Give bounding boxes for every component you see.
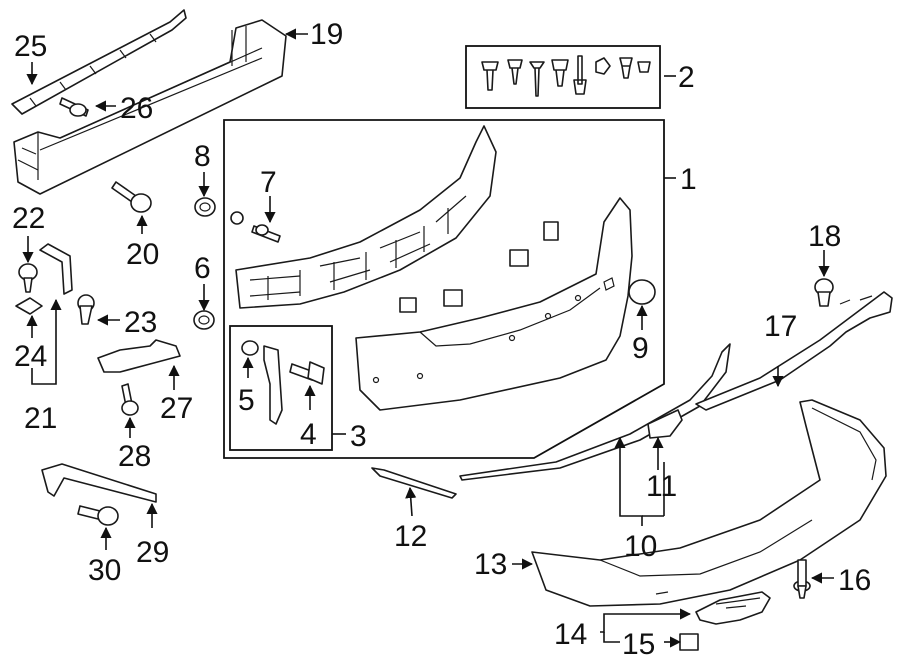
- callout-1: 1: [680, 163, 697, 196]
- part-5-clip[interactable]: [241, 340, 259, 356]
- part-30-bolt[interactable]: [77, 505, 119, 526]
- cover-retainers[interactable]: [399, 221, 559, 313]
- part-25-bracket-strip[interactable]: [11, 9, 187, 115]
- callout-22: 22: [12, 202, 45, 235]
- callouts: 1 2 3 4 5 6 7 8 9 10 11 12 13 14 15 16 1…: [12, 18, 871, 661]
- part-21-hook-bracket[interactable]: [39, 243, 73, 295]
- part-24-clip-nut[interactable]: [15, 297, 43, 315]
- callout-20: 20: [126, 238, 159, 271]
- callout-16: 16: [838, 564, 871, 597]
- part-19-reinforcement-bar[interactable]: [13, 19, 287, 195]
- callout-17: 17: [764, 310, 797, 343]
- part-9-cap[interactable]: [628, 279, 656, 305]
- callout-11: 11: [646, 470, 677, 503]
- hardware-fasteners: [481, 55, 651, 97]
- energy-absorber[interactable]: [235, 125, 497, 309]
- part-13-lower-valance[interactable]: [531, 399, 887, 607]
- callout-3: 3: [350, 420, 367, 453]
- part-12-trim-strip[interactable]: [371, 467, 457, 499]
- callout-27: 27: [160, 392, 193, 425]
- part-6-grommet[interactable]: [193, 310, 215, 330]
- part-27-bracket[interactable]: [97, 339, 181, 373]
- part-2-hardware-kit[interactable]: [465, 45, 661, 109]
- callout-10: 10: [624, 530, 657, 563]
- callout-29: 29: [136, 536, 169, 569]
- callout-13: 13: [474, 548, 507, 581]
- callout-15: 15: [622, 628, 655, 661]
- callout-14: 14: [554, 618, 587, 651]
- part-29-trim-strip[interactable]: [41, 463, 157, 503]
- callout-24: 24: [14, 340, 47, 373]
- part-16-pin[interactable]: [793, 559, 811, 599]
- callout-23: 23: [124, 306, 157, 339]
- callout-30: 30: [88, 554, 121, 587]
- callout-18: 18: [808, 220, 841, 253]
- callout-5: 5: [238, 384, 255, 417]
- callout-21: 21: [24, 402, 57, 435]
- callout-28: 28: [118, 440, 151, 473]
- callout-2: 2: [678, 61, 695, 94]
- callout-9: 9: [632, 332, 649, 365]
- part-11-insert[interactable]: [647, 409, 683, 439]
- callout-25: 25: [14, 30, 47, 63]
- side-bracket[interactable]: [263, 345, 283, 425]
- part-20-bolt[interactable]: [111, 181, 152, 213]
- bumper-cover[interactable]: [355, 197, 633, 411]
- part-18-clip[interactable]: [814, 278, 834, 307]
- part-7-bolt[interactable]: [230, 211, 281, 243]
- callout-8: 8: [194, 140, 211, 173]
- part-4-guide[interactable]: [289, 361, 325, 385]
- callout-4: 4: [300, 418, 317, 451]
- part-3-bracket-box: [229, 325, 333, 451]
- sensor-holes: [372, 294, 582, 384]
- part-14-exhaust-tip[interactable]: [695, 591, 771, 625]
- part-23-bolt[interactable]: [77, 294, 95, 325]
- part-28-bolt[interactable]: [121, 383, 139, 416]
- part-26-bolt[interactable]: [59, 97, 89, 117]
- part-1-assembly-box: [223, 119, 665, 459]
- part-22-bolt[interactable]: [18, 263, 38, 293]
- part-8-grommet[interactable]: [194, 197, 216, 217]
- callout-19: 19: [310, 18, 343, 51]
- callout-12: 12: [394, 520, 427, 553]
- part-15-block[interactable]: [679, 633, 699, 651]
- callout-6: 6: [194, 252, 211, 285]
- leader-lines: [22, 28, 834, 648]
- callout-26: 26: [120, 92, 153, 125]
- callout-7: 7: [260, 166, 277, 199]
